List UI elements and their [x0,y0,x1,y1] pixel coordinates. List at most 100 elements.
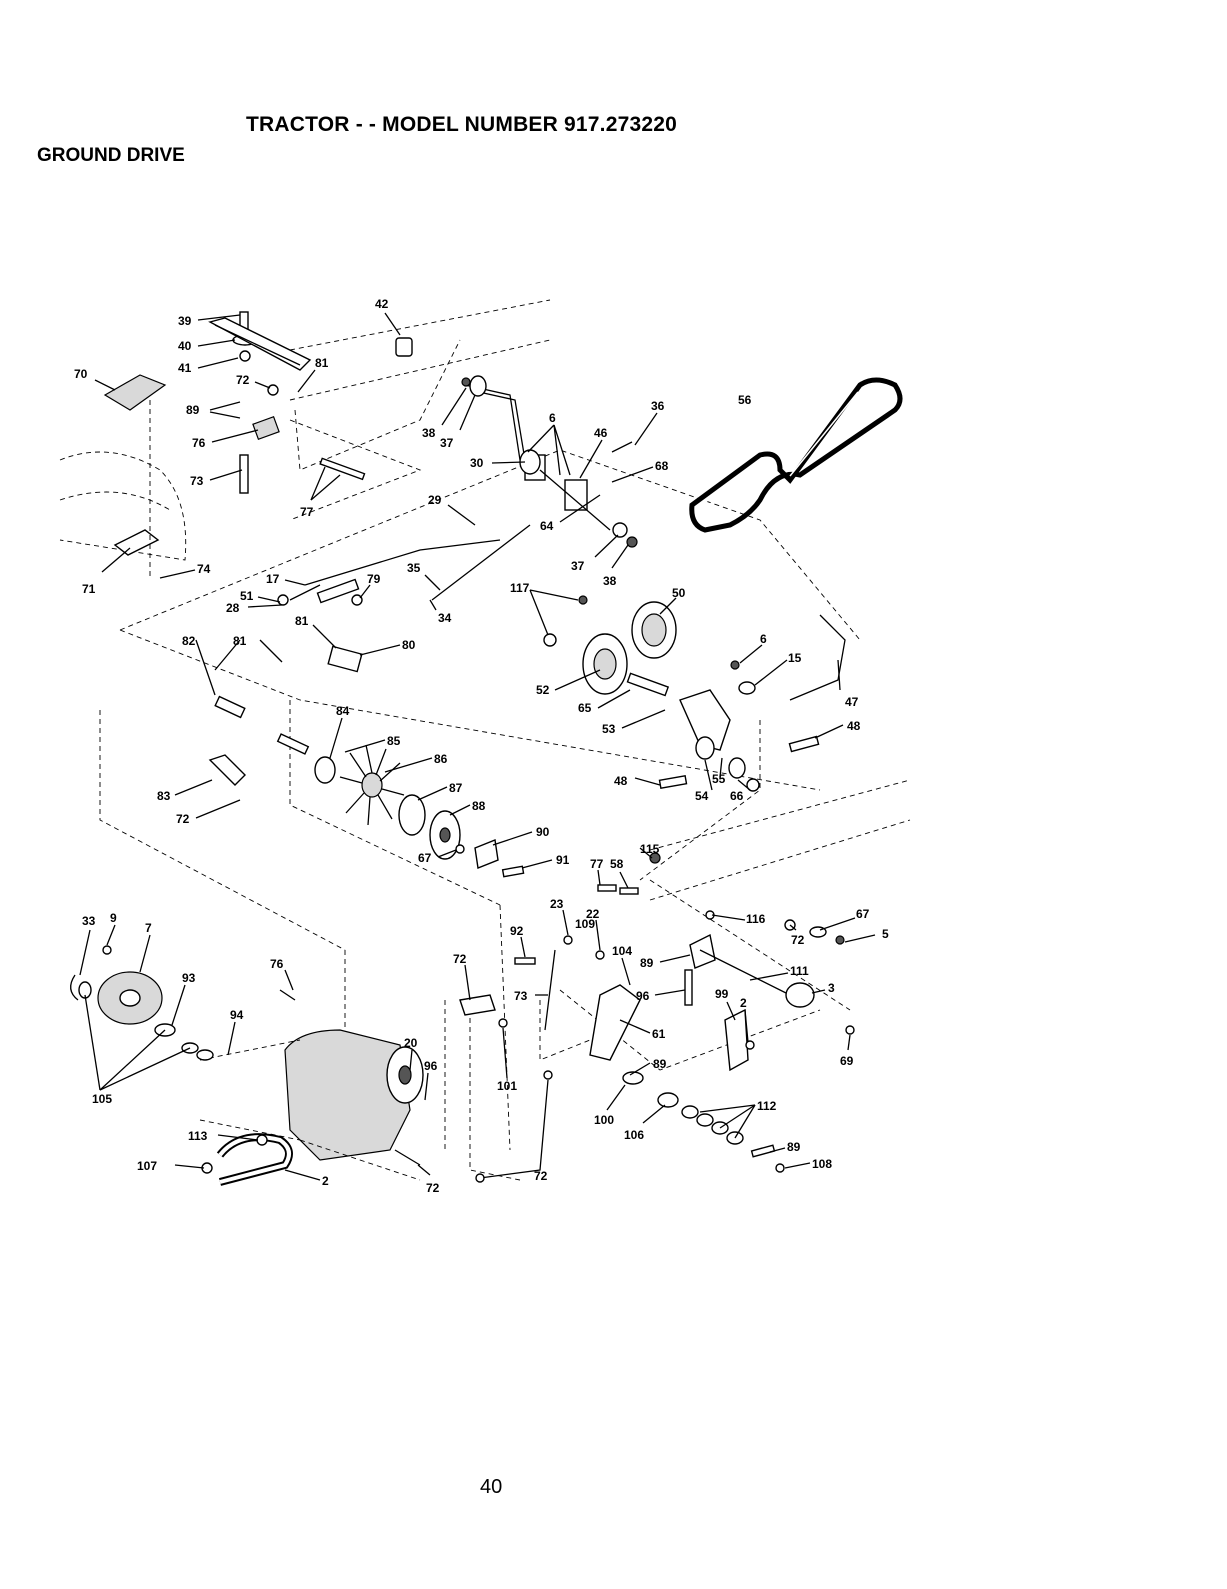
callout: 66 [730,789,744,803]
callout: 89 [787,1140,801,1154]
callout: 73 [190,474,204,488]
callout: 96 [424,1059,438,1073]
callout: 33 [82,914,96,928]
callout: 82 [182,634,196,648]
page-title: TRACTOR - - MODEL NUMBER 917.273220 [246,113,677,136]
callout: 41 [178,361,192,375]
callout: 15 [788,651,802,665]
callout: 115 [640,842,660,856]
callout: 83 [157,789,171,803]
callout: 40 [178,339,192,353]
callout: 117 [510,581,530,595]
callout: 91 [556,853,570,867]
callout-labels: 39 40 41 42 81 70 72 89 76 73 77 38 37 6… [74,297,889,1195]
callout: 72 [534,1169,548,1183]
callout: 86 [434,752,448,766]
callout: 89 [186,403,200,417]
callout: 76 [270,957,284,971]
callout: 51 [240,589,254,603]
callout: 113 [188,1129,208,1143]
callout: 96 [636,989,650,1003]
callout: 71 [82,582,96,596]
callout: 28 [226,601,240,615]
callout: 67 [856,907,870,921]
callout: 111 [790,964,809,978]
callout: 116 [746,912,766,926]
callout: 106 [624,1128,644,1142]
callout: 38 [603,574,617,588]
callout: 61 [652,1027,666,1041]
callout: 23 [550,897,564,911]
callout: 73 [514,989,528,1003]
linkage-rods [277,524,531,606]
callout: 68 [655,459,669,473]
callout: 89 [653,1057,667,1071]
callout: 20 [404,1036,418,1050]
callout: 72 [426,1181,440,1195]
transaxle-assembly [70,945,424,1186]
callout: 80 [402,638,416,652]
callout: 89 [640,956,654,970]
callout: 48 [614,774,628,788]
callout: 93 [182,971,196,985]
callout: 105 [92,1092,112,1106]
callout: 72 [176,812,190,826]
callout: 90 [536,825,550,839]
callout: 64 [540,519,554,533]
callout: 92 [510,924,524,938]
callout: 34 [438,611,452,625]
callout: 100 [594,1113,614,1127]
callout: 70 [74,367,88,381]
plate-bracket [113,529,160,556]
callout: 72 [453,952,467,966]
callout: 5 [882,927,889,941]
callout: 81 [315,356,329,370]
callout: 81 [295,614,309,628]
callout: 6 [760,632,767,646]
idler-pulleys [543,595,846,792]
callout: 37 [440,436,454,450]
callout: 76 [192,436,206,450]
callout: 37 [571,559,585,573]
page-number: 40 [480,1476,503,1498]
transmission-fan-stack [314,744,525,878]
callout: 9 [110,911,117,925]
callout: 56 [738,393,752,407]
callout: 67 [418,851,432,865]
callout: 65 [578,701,592,715]
callout: 77 [300,505,314,519]
callout: 55 [712,772,726,786]
callout: 3 [828,981,835,995]
callout: 112 [757,1099,777,1113]
callout: 17 [266,572,280,586]
callout: 2 [740,996,747,1010]
callout: 109 [575,917,595,931]
callout: 6 [549,411,556,425]
callout: 99 [715,987,729,1001]
callout: 30 [470,456,484,470]
callout: 88 [472,799,486,813]
callout: 42 [375,297,389,311]
callout: 101 [497,1079,517,1093]
callout: 104 [612,944,632,958]
callout: 107 [137,1159,157,1173]
callout: 87 [449,781,463,795]
callout: 46 [594,426,608,440]
callout: 69 [840,1054,854,1068]
callout: 52 [536,683,550,697]
frame-rail-upper [294,337,526,481]
callout: 50 [672,586,686,600]
pedal-pad [103,374,167,411]
callout: 29 [428,493,442,507]
callout: 84 [336,704,350,718]
callout: 47 [845,695,859,709]
fender-assembly [59,374,187,580]
callout: 74 [197,562,211,576]
cooling-fan [339,744,405,826]
callout: 79 [367,572,381,586]
callout: 81 [233,634,247,648]
callout: 48 [847,719,861,733]
callout: 58 [610,857,624,871]
callout: 94 [230,1008,244,1022]
